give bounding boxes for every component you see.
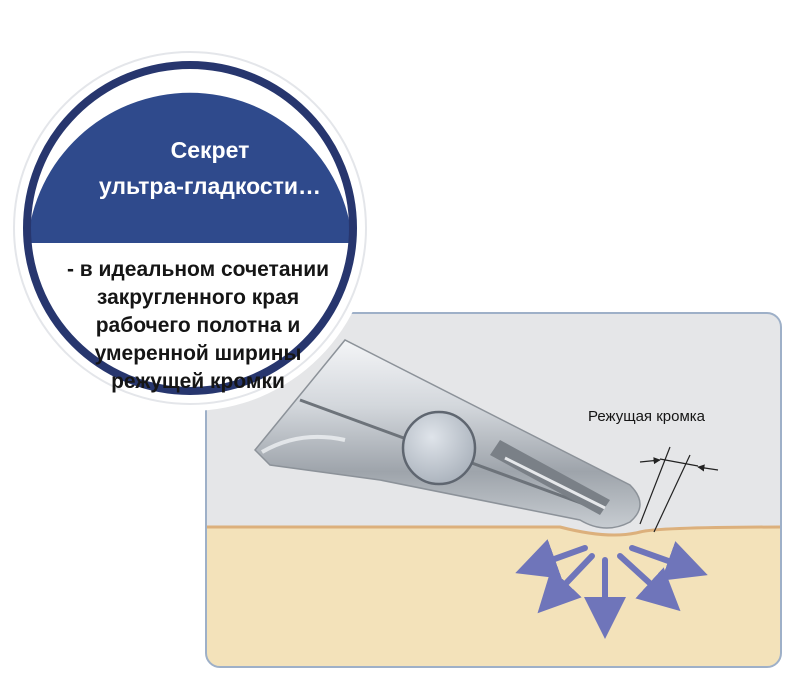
callout-circle — [7, 45, 373, 411]
pressure-arrow-icon — [537, 553, 595, 614]
callout-title-line2: ультра-гладкости… — [98, 173, 322, 199]
pressure-arrow-icon — [629, 541, 708, 581]
cutting-edge-label: Режущая кромка — [588, 408, 705, 425]
edge-dimension — [639, 446, 719, 533]
skin-area — [206, 525, 781, 667]
blade-tool-icon — [253, 339, 641, 529]
pressure-arrow-icon — [515, 539, 588, 579]
callout-title-line1: Секрет — [170, 137, 250, 163]
callout-title: Секрет ультра-гладкости… — [40, 132, 380, 204]
callout-header-band — [27, 92, 353, 244]
callout-body: - в идеальном сочетании закругленного кр… — [66, 258, 330, 393]
pressure-arrows — [515, 539, 708, 639]
pivot-disc — [401, 410, 477, 486]
pressure-arrow-icon — [617, 553, 681, 612]
